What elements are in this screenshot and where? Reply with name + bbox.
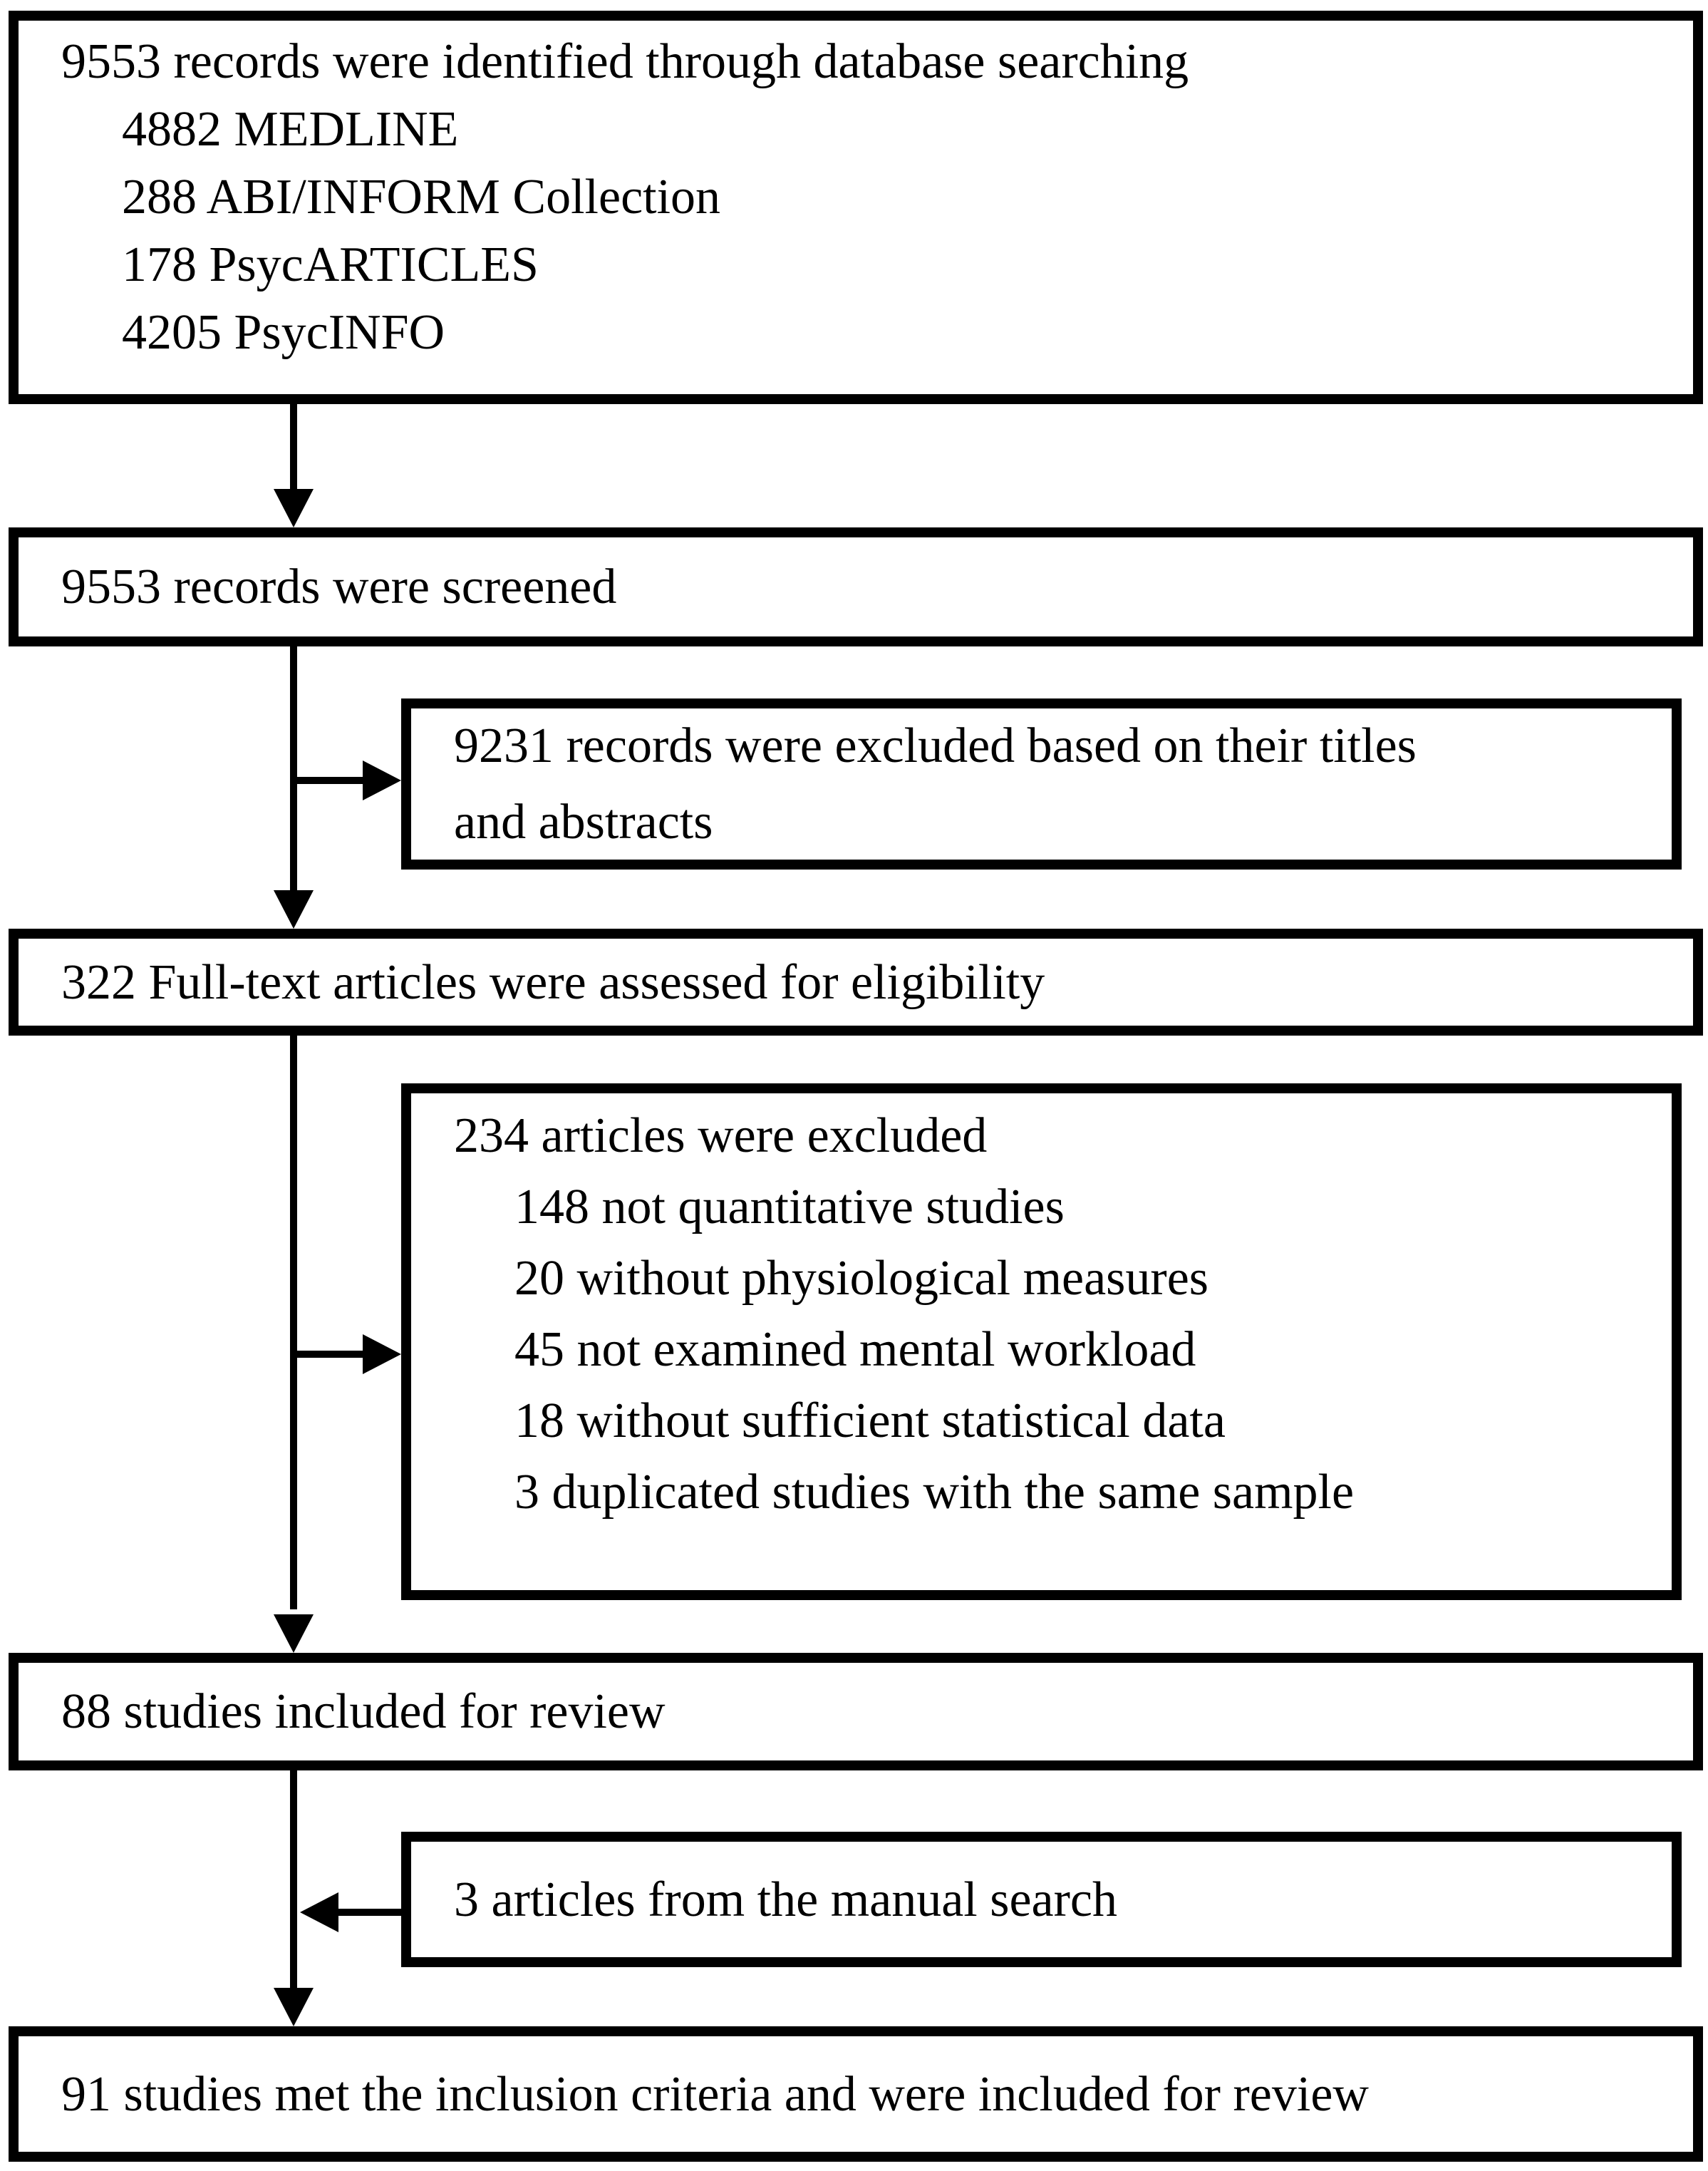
manual-search-box: 3 articles from the manual search [401, 1832, 1682, 1967]
arrowhead-down [274, 1988, 314, 2026]
arrowhead-down [274, 1614, 314, 1653]
arrowhead-left [300, 1892, 338, 1932]
arrowhead-down [274, 890, 314, 929]
excluded-reason-insufficient-stats: 18 without sufficient statistical data [514, 1393, 1226, 1448]
included-review-text: 88 studies included for review [61, 1684, 666, 1739]
final-included-text: 91 studies met the inclusion criteria an… [61, 2066, 1369, 2122]
manual-search-text: 3 articles from the manual search [454, 1872, 1117, 1927]
final-included-box: 91 studies met the inclusion criteria an… [9, 2026, 1703, 2162]
excluded-fulltext-box: 234 articles were excluded 148 not quant… [401, 1083, 1682, 1600]
arrowhead-down [274, 489, 314, 527]
excluded-screening-box: 9231 records were excluded based on thei… [401, 698, 1682, 870]
excluded-reason-no-mental-workload: 45 not examined mental workload [514, 1322, 1196, 1377]
branch-to-excluded-screening [294, 777, 368, 784]
identification-box: 9553 records were identified through dat… [9, 11, 1703, 404]
included-review-box: 88 studies included for review [9, 1653, 1703, 1770]
branch-from-manual-search [335, 1909, 401, 1916]
identification-source-psycinfo: 4205 PsycINFO [122, 305, 445, 360]
identification-box-content: 9553 records were identified through dat… [19, 21, 1693, 394]
identification-source-medline: 4882 MEDLINE [122, 102, 459, 157]
excluded-screening-content: 9231 records were excluded based on thei… [411, 708, 1672, 860]
excluded-screening-line-1: 9231 records were excluded based on thei… [454, 718, 1417, 773]
connector-identification-to-screened [290, 404, 297, 497]
excluded-fulltext-title: 234 articles were excluded [454, 1108, 988, 1163]
excluded-fulltext-content: 234 articles were excluded 148 not quant… [411, 1093, 1672, 1590]
connector-screened-to-fulltext [290, 646, 297, 892]
fulltext-assessed-text: 322 Full-text articles were assessed for… [61, 954, 1045, 1010]
identification-source-psycarticles: 178 PsycARTICLES [122, 237, 539, 292]
arrowhead-right [363, 760, 401, 800]
excluded-screening-line-2: and abstracts [454, 795, 713, 850]
identification-source-abi-inform: 288 ABI/INFORM Collection [122, 170, 721, 225]
identification-title: 9553 records were identified through dat… [61, 34, 1189, 89]
branch-to-excluded-fulltext [294, 1351, 368, 1358]
connector-fulltext-to-included [290, 1036, 297, 1609]
excluded-reason-not-quantitative: 148 not quantitative studies [514, 1180, 1065, 1234]
screened-box: 9553 records were screened [9, 527, 1703, 646]
screened-text: 9553 records were screened [61, 559, 617, 614]
connector-included-to-final [290, 1770, 297, 1993]
fulltext-assessed-box: 322 Full-text articles were assessed for… [9, 929, 1703, 1036]
arrowhead-right [363, 1334, 401, 1374]
excluded-reason-duplicated: 3 duplicated studies with the same sampl… [514, 1465, 1355, 1520]
excluded-reason-no-physiological: 20 without physiological measures [514, 1251, 1209, 1306]
